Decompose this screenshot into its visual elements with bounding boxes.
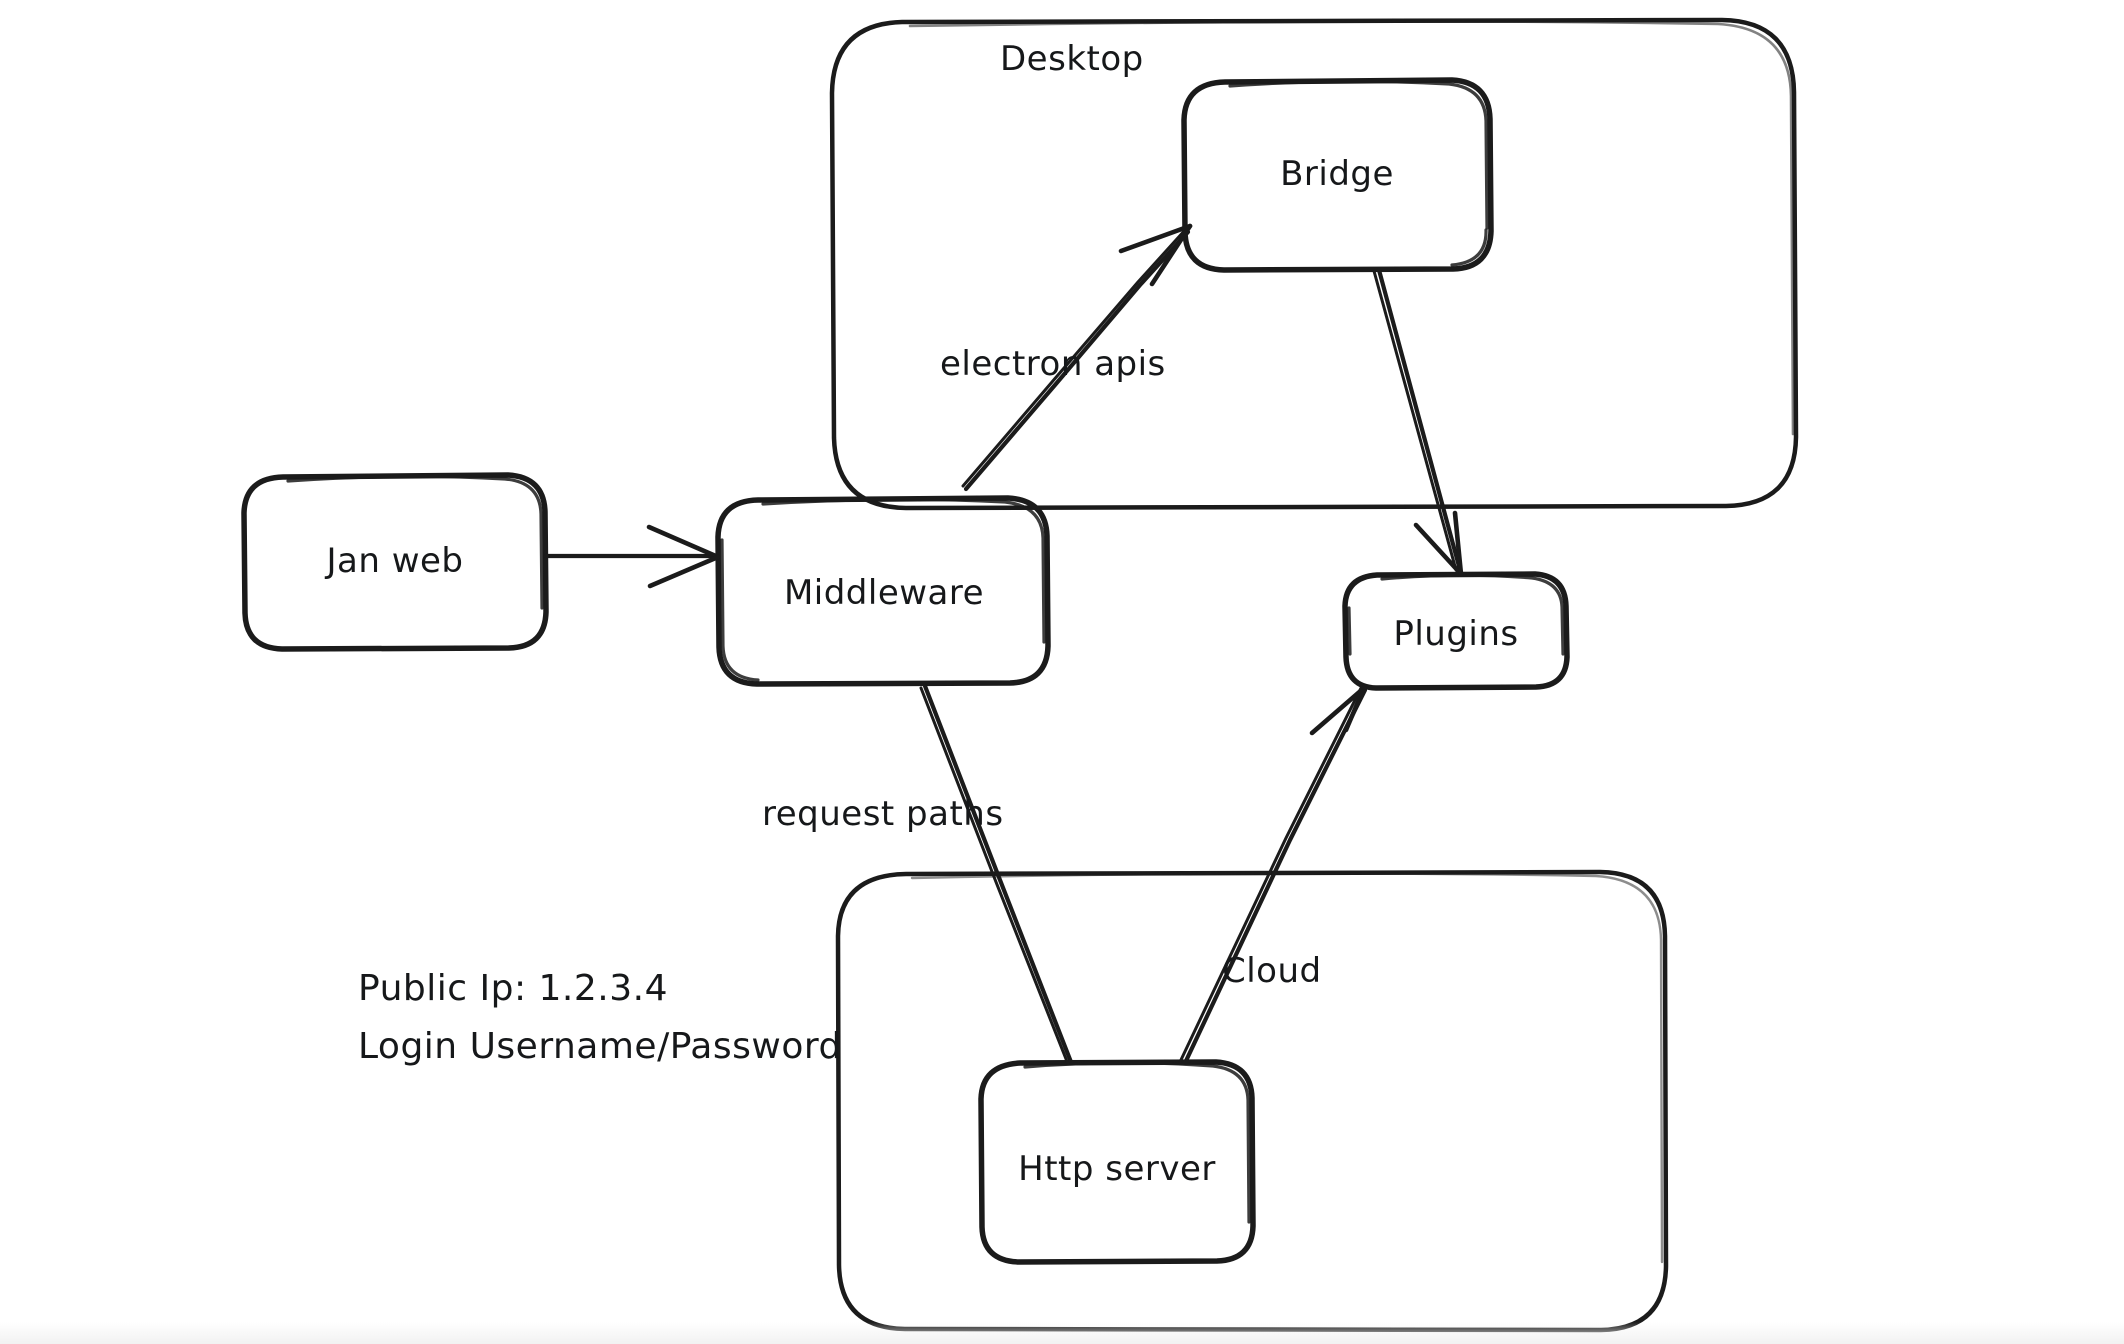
container-label-cloud: Cloud — [1222, 951, 1322, 991]
node-label-http-server: Http server — [1018, 1149, 1216, 1189]
plugins-box-outline-ghost2 — [1347, 606, 1352, 656]
middleware-to-http-server-line — [922, 683, 1074, 1065]
http-server-to-plugins-line-ghost — [1178, 686, 1363, 1064]
bridge-to-plugins-line-ghost — [1372, 269, 1458, 572]
bridge-box-outline-ghost2 — [1450, 228, 1488, 267]
middleware-to-bridge-line — [963, 229, 1191, 492]
credentials-note: Public Ip: 1.2.3.4 Login Username/Passwo… — [358, 968, 842, 1067]
plugins-box-outline-ghost — [1380, 573, 1565, 656]
edge-http-server-to-plugins[interactable] — [1178, 685, 1368, 1066]
note-line-login: Login Username/Password — [358, 1026, 842, 1067]
node-http-server[interactable] — [978, 1059, 1256, 1265]
middleware-to-bridge-arrowhead-right — [1149, 223, 1193, 287]
edge-label-electron-apis: electron apis — [940, 344, 1166, 384]
http-server-box-outline-ghost — [1023, 1061, 1251, 1224]
middleware-box-outline — [715, 495, 1051, 687]
cloud-container-outline-ghost — [910, 872, 1664, 1264]
jan-web-box-outline-ghost — [286, 474, 544, 610]
http-server-box-outline — [978, 1059, 1256, 1265]
container-label-desktop: Desktop — [1000, 39, 1144, 79]
container-desktop[interactable] — [829, 17, 1799, 511]
bridge-to-plugins-arrowhead-left — [1413, 522, 1464, 577]
edge-label-request-paths: request paths — [762, 794, 1004, 834]
node-label-jan-web: Jan web — [324, 541, 463, 581]
middleware-to-bridge-line-ghost — [961, 227, 1188, 488]
desktop-container-outline — [829, 17, 1799, 511]
jan-web-to-middleware-arrowhead-top — [646, 524, 721, 560]
desktop-container-outline-ghost — [908, 20, 1795, 436]
bridge-box-outline — [1181, 77, 1494, 273]
bridge-box-outline-ghost — [1228, 79, 1489, 230]
node-label-plugins: Plugins — [1393, 614, 1518, 654]
jan-web-to-middleware-arrowhead-bottom — [647, 554, 721, 589]
middleware-to-bridge-arrowhead-left — [1118, 223, 1193, 254]
node-middleware[interactable] — [715, 495, 1051, 687]
middleware-to-http-server-line-ghost — [919, 686, 1070, 1066]
node-jan-web[interactable] — [241, 472, 549, 652]
note-line-public-ip: Public Ip: 1.2.3.4 — [358, 968, 668, 1009]
bridge-to-plugins-line — [1376, 267, 1463, 573]
http-server-to-plugins-arrowhead-left — [1309, 685, 1367, 736]
jan-web-box-outline — [241, 472, 549, 652]
middleware-box-outline-ghost2 — [720, 538, 760, 682]
bridge-to-plugins-arrowhead-right — [1452, 510, 1464, 577]
node-plugins[interactable] — [1342, 571, 1570, 691]
edge-middleware-to-bridge[interactable]: electron apis — [940, 223, 1193, 492]
edge-bridge-to-plugins[interactable] — [1372, 267, 1464, 577]
middleware-box-outline-ghost — [761, 497, 1046, 644]
http-server-to-plugins-arrowhead-right — [1343, 685, 1367, 733]
edge-jan-web-to-middleware[interactable] — [543, 524, 721, 589]
node-label-middleware: Middleware — [784, 573, 984, 613]
node-label-bridge: Bridge — [1280, 154, 1394, 194]
edge-middleware-to-http-server[interactable]: request paths — [762, 683, 1074, 1066]
node-bridge[interactable] — [1181, 77, 1494, 273]
plugins-box-outline — [1342, 571, 1570, 691]
http-server-to-plugins-line — [1182, 687, 1368, 1066]
